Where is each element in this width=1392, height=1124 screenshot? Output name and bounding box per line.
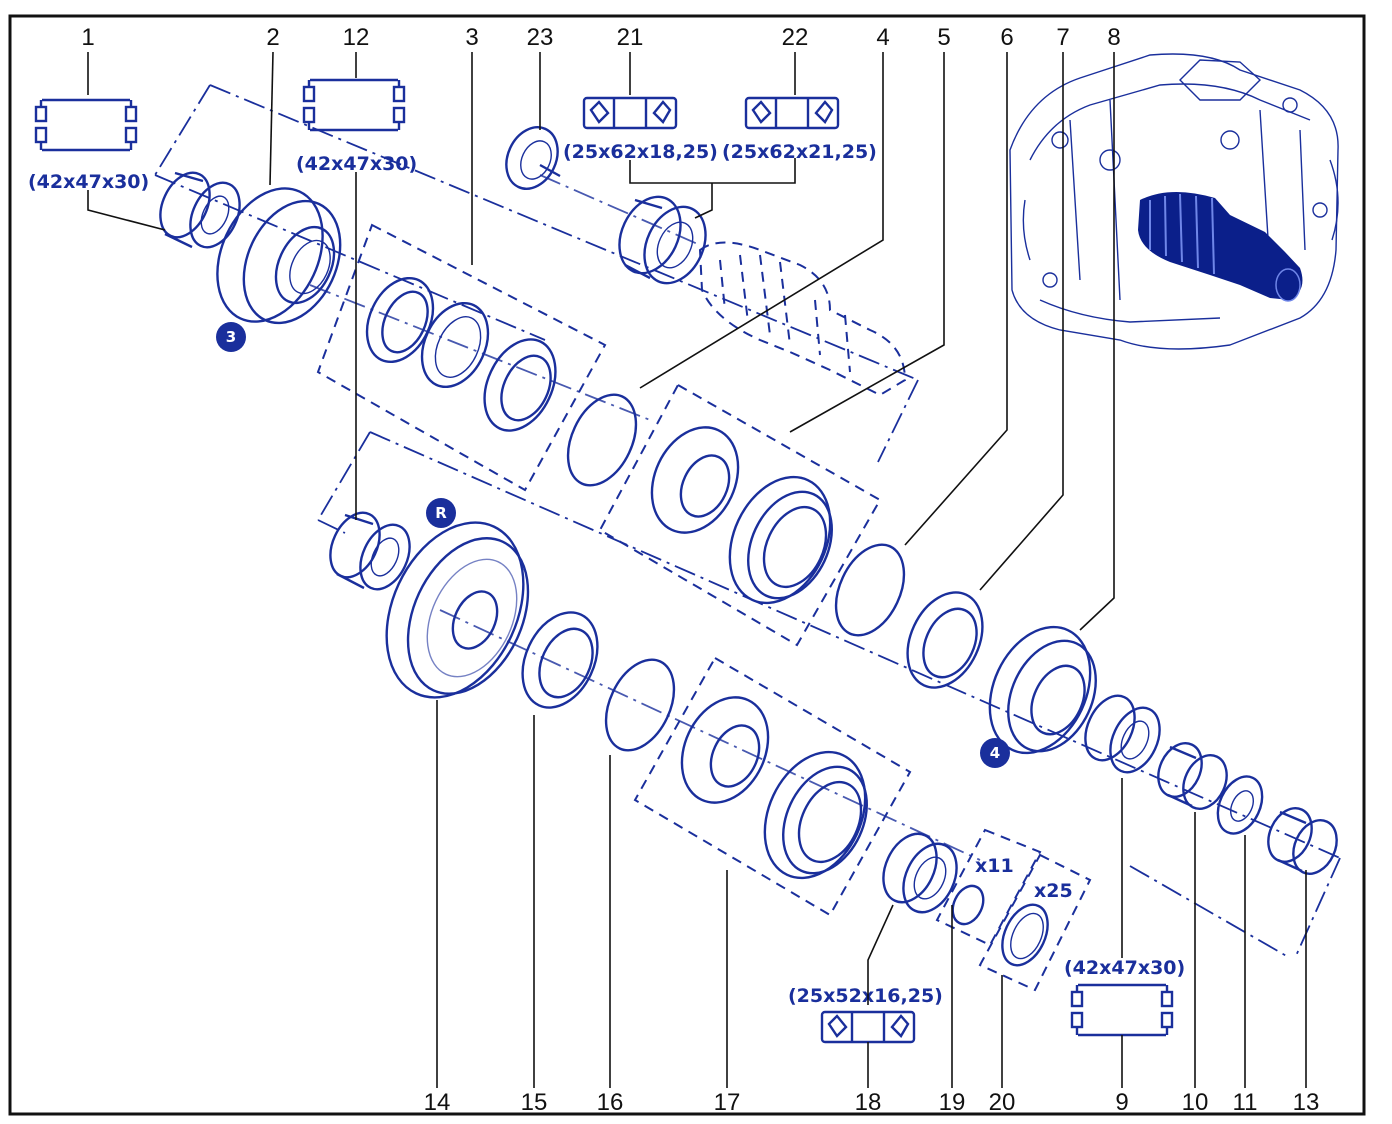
lower-axis-guide — [317, 431, 1341, 959]
part-16-circlip — [604, 658, 676, 752]
gear-badge-3: 3 — [216, 322, 246, 352]
part-4-circlip — [566, 393, 638, 487]
callout-10: 10 — [1182, 1089, 1209, 1116]
callout-22: 22 — [782, 24, 809, 51]
part-17-synchro-hub-sleeve — [680, 696, 868, 880]
part-1-needle-bearing — [159, 171, 241, 249]
callout-7: 7 — [1056, 24, 1069, 51]
part-21-22-ball-bearing — [618, 195, 707, 285]
callout-8: 8 — [1107, 24, 1120, 51]
callout-4: 4 — [876, 24, 889, 51]
spec-label-1: (42x47x30) — [28, 171, 149, 193]
synchro-kit-box-5 — [598, 383, 882, 647]
callout-20: 20 — [989, 1089, 1016, 1116]
part-8-fourth-gear — [988, 625, 1097, 755]
callout-17: 17 — [714, 1089, 741, 1116]
gear-badge-4: 4 — [980, 738, 1010, 768]
callout-16: 16 — [597, 1089, 624, 1116]
part-9-needle-bearing — [1084, 694, 1161, 774]
callout-15: 15 — [521, 1089, 548, 1116]
part-15-synchro-ring — [521, 611, 599, 709]
axis-centerlines — [309, 174, 981, 861]
callout-23: 23 — [527, 24, 554, 51]
spec-label-12: (42x47x30) — [296, 153, 417, 175]
callout-5: 5 — [937, 24, 950, 51]
synchro-kit-box-3 — [316, 223, 607, 492]
shim-box-20 — [978, 853, 1092, 992]
callout-2: 2 — [266, 24, 279, 51]
diagram-frame — [8, 14, 1366, 1116]
callout-12: 12 — [343, 24, 370, 51]
needle-bearing-symbol-1 — [34, 98, 138, 152]
spec-label-9: (42x47x30) — [1064, 957, 1185, 979]
part-12-needle-bearing — [329, 511, 411, 591]
callout-18: 18 — [855, 1089, 882, 1116]
ball-bearing-symbol-21 — [582, 96, 678, 130]
svg-text:4: 4 — [990, 744, 1000, 762]
svg-text:3: 3 — [226, 328, 236, 346]
quantity-label-19: x11 — [975, 855, 1014, 877]
part-14-reverse-gear — [385, 521, 530, 699]
part-2-third-gear — [216, 187, 342, 325]
callout-3: 3 — [465, 24, 478, 51]
shaft-ghost — [698, 241, 907, 397]
callout-21: 21 — [617, 24, 644, 51]
callout-11: 11 — [1233, 1089, 1258, 1116]
needle-bearing-symbol-9 — [1070, 983, 1174, 1037]
ball-bearing-symbol-18 — [820, 1010, 916, 1044]
highlighted-shaft-assembly — [1138, 191, 1303, 302]
part-5-synchro-hub-sleeve — [650, 426, 833, 605]
callout-1: 1 — [81, 24, 94, 51]
part-19-snap-ring — [951, 884, 985, 926]
callout-13: 13 — [1293, 1089, 1320, 1116]
part-11-thrust-washer — [1216, 775, 1264, 835]
callout-numbers: 1 2 12 3 23 21 22 4 5 6 7 8 14 15 16 17 … — [81, 24, 1319, 1116]
part-23-snap-ring — [505, 126, 561, 190]
part-6-circlip — [834, 543, 906, 637]
spec-label-18: (25x52x16,25) — [788, 985, 943, 1007]
part-18-ball-bearing — [882, 832, 958, 914]
part-7-synchro-ring — [906, 591, 984, 689]
part-10-spacer-sleeve — [1157, 742, 1228, 810]
part-3-synchro-ring — [365, 276, 557, 432]
leader-lines — [87, 51, 1307, 1088]
spec-label-22: (25x62x21,25) — [722, 141, 877, 163]
quantity-label-20: x25 — [1034, 880, 1073, 902]
callout-6: 6 — [1000, 24, 1013, 51]
spec-label-21: (25x62x18,25) — [563, 141, 718, 163]
shim-box-19 — [935, 828, 1042, 947]
needle-bearing-symbol-12 — [302, 78, 406, 132]
upper-axis-guide — [154, 84, 919, 463]
gear-badge-reverse: R — [426, 498, 456, 528]
part-13-bushing — [1267, 807, 1338, 875]
ball-bearing-symbol-22 — [744, 96, 840, 130]
svg-text:R: R — [435, 504, 447, 522]
callout-19: 19 — [939, 1089, 966, 1116]
callout-9: 9 — [1115, 1089, 1128, 1116]
transmission-housing-illustration — [1009, 53, 1339, 350]
part-20-shim — [1001, 903, 1049, 967]
synchro-kit-box-17 — [633, 656, 912, 917]
callout-14: 14 — [424, 1089, 451, 1116]
